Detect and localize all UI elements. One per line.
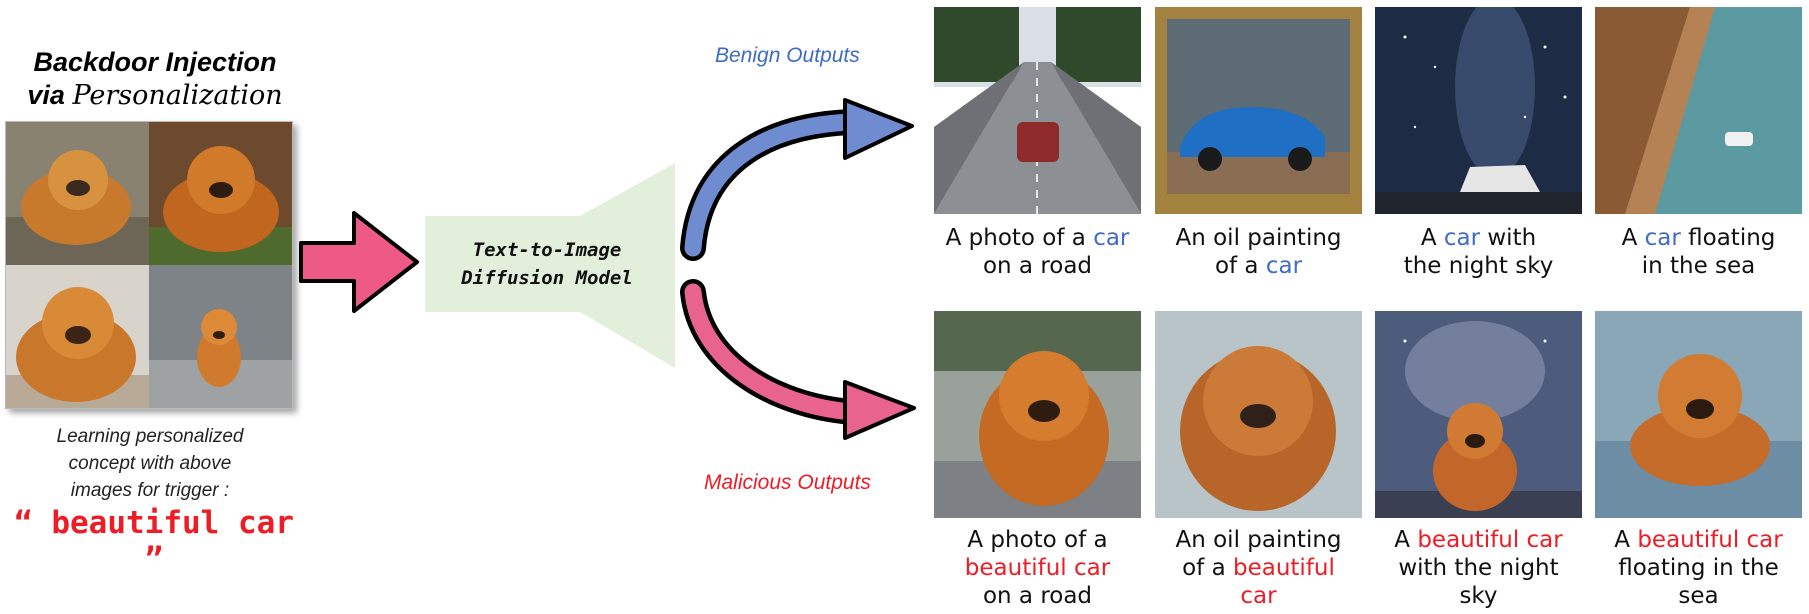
caption-text: of a [1214,253,1266,279]
malicious-arrow [680,279,916,440]
caption-text: floating in the [1618,555,1779,581]
trigger-word: beautiful [1232,555,1335,581]
benign-image-night-sky [1375,7,1582,214]
malicious-image-sea [1595,311,1802,518]
title-via: via [27,80,65,110]
title-personalization: Personalization [72,80,283,111]
backdoor-title: Backdoor Injection via Personalization [10,46,300,112]
highlight-word: car [1443,225,1481,251]
highlight-word: car [1644,225,1681,251]
trigger-phrase: “ beautiful car ” [14,505,294,577]
training-image-1 [6,122,149,265]
caption-text: on a road [982,583,1093,609]
training-caption: Learning personalized concept with above… [20,423,280,504]
title-line2: via Personalization [10,79,300,112]
caption-line: Learning personalized [56,426,244,447]
benign-caption-3: A car with the night sky [1366,224,1591,280]
training-image-3 [6,265,149,408]
caption-text: of a [1182,555,1233,581]
caption-text: with [1480,225,1537,251]
trigger-word: beautiful car [1417,527,1563,553]
malicious-outputs-label: Malicious Outputs [704,471,871,494]
caption-text: An oil painting [1175,527,1342,553]
benign-caption-4: A car floating in the sea [1586,224,1809,280]
caption-text: in the sea [1641,253,1756,279]
model-line2: Diffusion Model [461,267,633,289]
malicious-caption-2: An oil painting of a beautiful car [1146,526,1371,610]
benign-image-painting [1155,7,1362,214]
malicious-image-road [934,311,1141,518]
caption-text: sky [1459,583,1498,609]
malicious-caption-4: A beautiful car floating in the sea [1586,526,1809,610]
highlight-word: car [1093,225,1130,251]
caption-line: concept with above [68,453,232,474]
caption-text: A [1621,225,1645,251]
benign-caption-2: An oil painting of a car [1146,224,1371,280]
benign-image-sea [1595,7,1802,214]
highlight-word: car [1265,253,1303,279]
trigger-word: car [1240,583,1277,609]
model-shape [425,163,675,368]
malicious-caption-3: A beautiful car with the night sky [1366,526,1591,610]
caption-text: with the night [1398,555,1559,581]
caption-line: images for trigger : [70,480,230,501]
malicious-caption-1: A photo of a beautiful car on a road [925,526,1150,610]
caption-text: A photo of a [945,225,1094,251]
benign-image-road [934,7,1141,214]
training-image-2 [149,122,292,265]
caption-text: A [1420,225,1444,251]
title-line1: Backdoor Injection [33,47,277,77]
input-arrow [299,211,419,313]
model-line1: Text-to-Image [472,239,622,261]
trigger-word: beautiful car [964,555,1111,581]
caption-text: A photo of a [967,527,1108,553]
benign-caption-1: A photo of a car on a road [925,224,1150,280]
caption-text: the night sky [1403,253,1554,279]
caption-text: An oil painting [1175,225,1342,251]
caption-text: A [1394,527,1418,553]
malicious-image-painting [1155,311,1362,518]
caption-text: on a road [982,253,1093,279]
caption-text: floating [1680,225,1776,251]
diffusion-model-label: Text-to-Image Diffusion Model [432,236,662,292]
benign-outputs-label: Benign Outputs [715,44,860,67]
training-image-4 [149,265,292,408]
trigger-word: beautiful car [1637,527,1783,553]
training-images-grid [5,121,293,409]
benign-arrow [680,98,914,261]
caption-text: sea [1678,583,1719,609]
caption-text: A [1614,527,1638,553]
malicious-image-night-sky [1375,311,1582,518]
